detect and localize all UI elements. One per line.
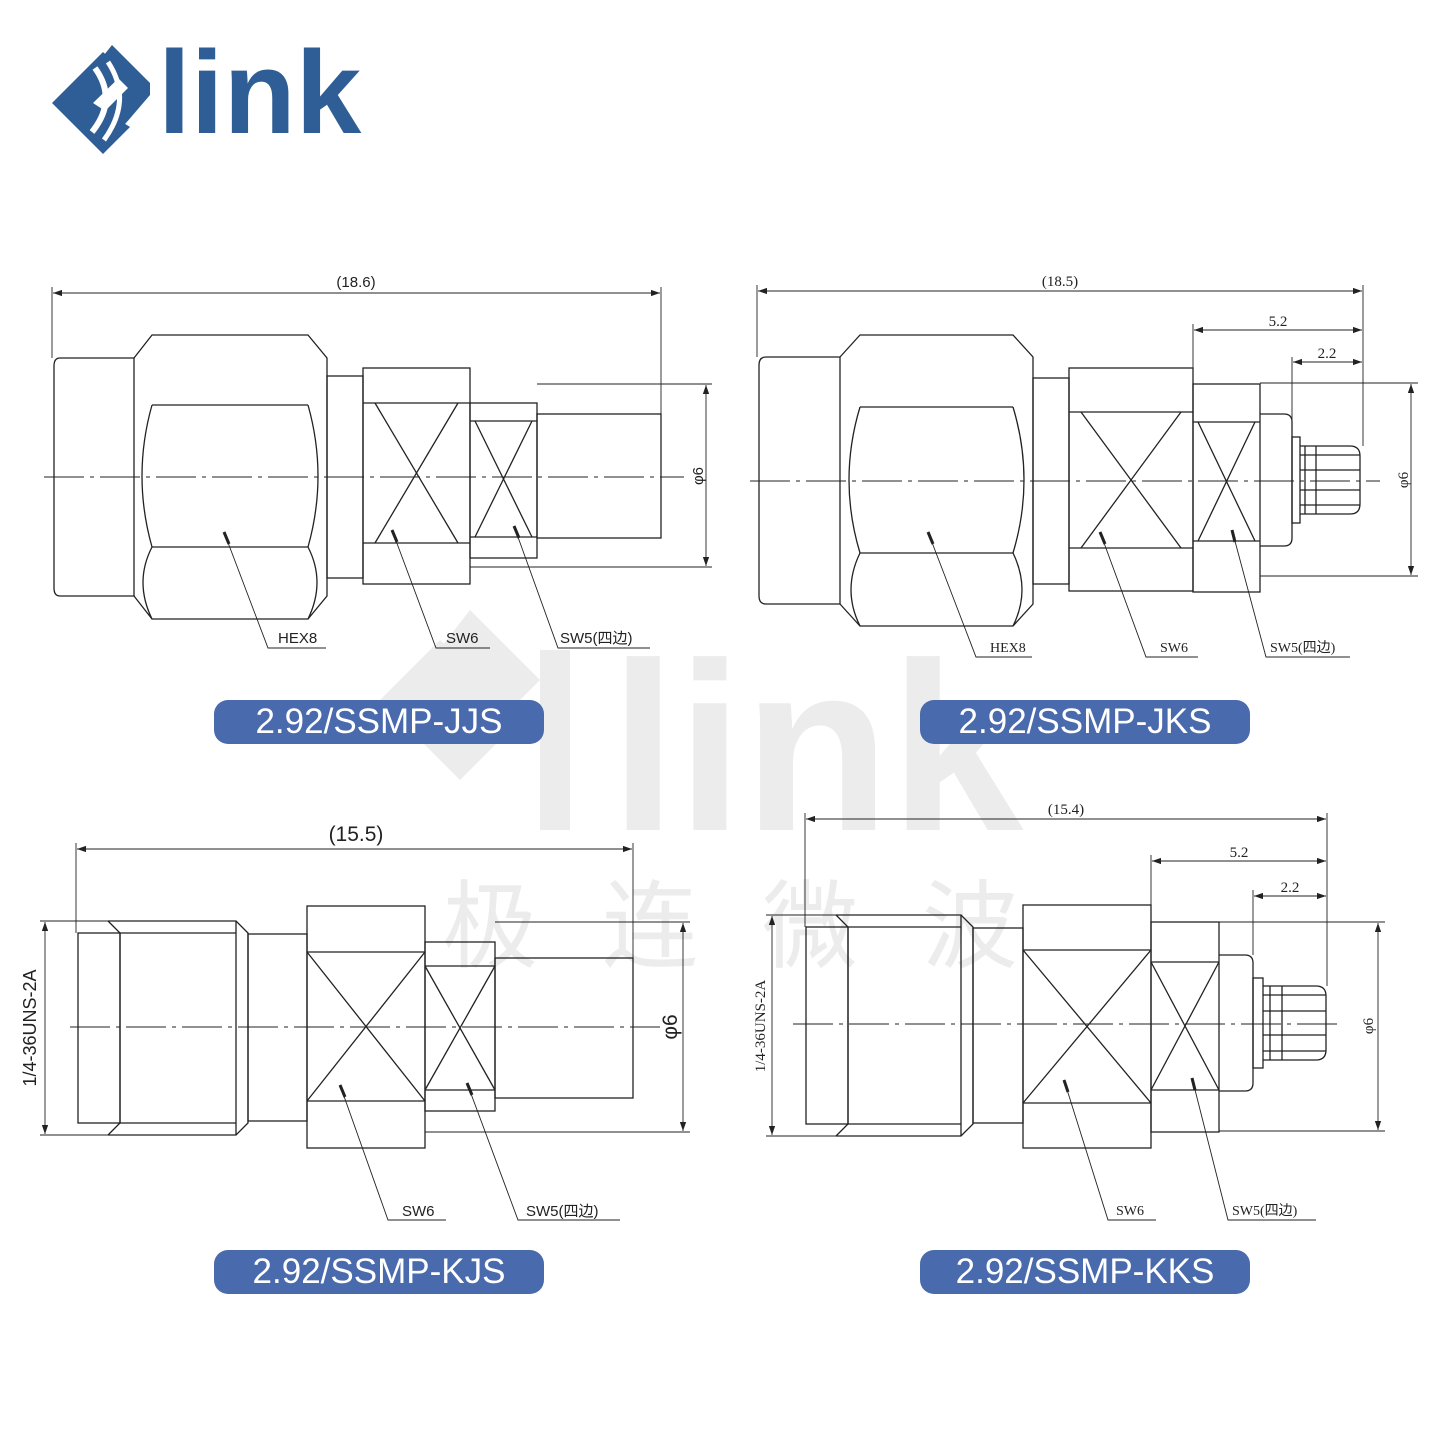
kjs-diameter-label: φ6 <box>659 1014 682 1039</box>
brand-logo: link <box>52 27 362 159</box>
kjs-leader-sw6 <box>339 1084 446 1221</box>
jks-length-label: (18.5) <box>1042 274 1078 290</box>
model-label-jks: 2.92/SSMP-JKS <box>920 700 1250 744</box>
watermark-text: link <box>610 613 1024 881</box>
kjs-callout-sw6: SW6 <box>402 1203 435 1220</box>
jjs-length-label: (18.6) <box>336 274 375 291</box>
model-label-kks: 2.92/SSMP-KKS <box>920 1250 1250 1294</box>
drawing-jks <box>750 285 1418 658</box>
kks-diameter-label: φ6 <box>1361 1017 1377 1034</box>
drawing-kjs <box>40 843 690 1221</box>
kks-thread-label: 1/4-36UNS-2A <box>753 980 769 1073</box>
drawing-kks <box>766 813 1385 1221</box>
drawing-jjs <box>44 287 712 649</box>
jjs-leader-sw5 <box>513 525 650 649</box>
kjs-callout-sw5: SW5(四边) <box>526 1203 599 1220</box>
kks-callout-sw6: SW6 <box>1116 1204 1144 1219</box>
kjs-body <box>77 905 634 1149</box>
jks-body <box>758 334 1361 627</box>
kks-dim-a-label: 5.2 <box>1230 845 1249 861</box>
kjs-leader-sw5 <box>466 1082 620 1221</box>
jks-dim-b-label: 2.2 <box>1318 346 1337 362</box>
brand-logo-text: link <box>158 27 362 159</box>
jjs-callout-sw6: SW6 <box>446 630 479 647</box>
jjs-callout-hex: HEX8 <box>278 630 317 647</box>
jks-callout-sw5: SW5(四边) <box>1270 640 1336 656</box>
jks-dim-a-label: 5.2 <box>1269 314 1288 330</box>
jjs-diameter-label: φ6 <box>690 467 707 485</box>
jks-diameter-label: φ6 <box>1396 471 1412 488</box>
jks-callout-hex: HEX8 <box>990 641 1026 656</box>
watermark-cn-2: 连 <box>602 874 698 981</box>
model-label-kjs: 2.92/SSMP-KJS <box>214 1250 544 1294</box>
jks-leader-sw6 <box>1099 531 1198 658</box>
kks-leader-sw6 <box>1063 1079 1156 1221</box>
jjs-leader-sw6 <box>391 529 490 649</box>
kjs-thread-label: 1/4-36UNS-2A <box>20 969 40 1086</box>
jjs-callout-sw5: SW5(四边) <box>560 630 633 647</box>
jks-callout-sw6: SW6 <box>1160 641 1188 656</box>
kks-dim-b-label: 2.2 <box>1281 880 1300 896</box>
jjs-leader-hex <box>223 531 326 649</box>
kks-leader-sw5 <box>1191 1077 1316 1221</box>
kks-length-label: (15.4) <box>1048 802 1084 818</box>
brand-logo-icon <box>52 45 150 154</box>
watermark: link 极 连 微 波 <box>380 610 1024 981</box>
kjs-length-label: (15.5) <box>329 823 384 846</box>
kks-body <box>805 904 1327 1149</box>
model-label-jjs: 2.92/SSMP-JJS <box>214 700 544 744</box>
watermark-cn-1: 极 <box>442 874 538 981</box>
kks-callout-sw5: SW5(四边) <box>1232 1203 1298 1219</box>
jks-leader-sw5 <box>1231 529 1350 658</box>
jks-leader-hex <box>927 531 1032 658</box>
